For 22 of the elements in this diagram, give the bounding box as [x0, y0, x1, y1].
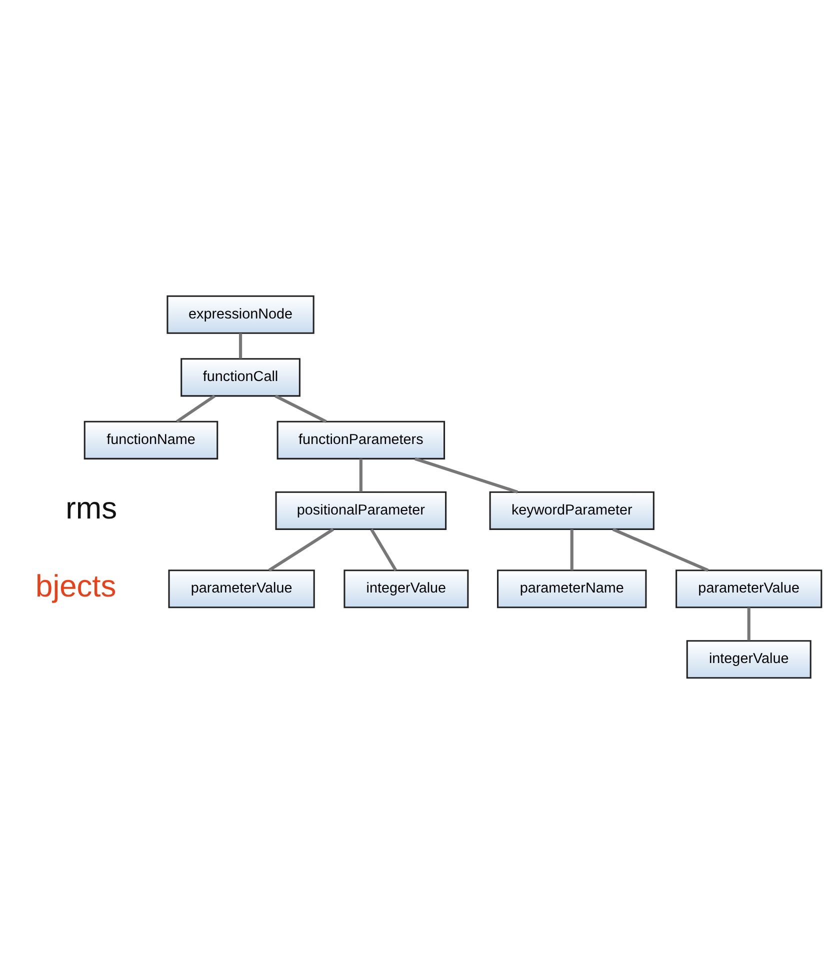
node-box: expressionNode	[166, 295, 314, 334]
node-box: keywordParameter	[489, 491, 654, 530]
node-box: parameterValue	[676, 570, 822, 608]
node-box: functionCall	[180, 358, 300, 397]
label: bjects	[36, 568, 116, 604]
connector	[747, 608, 750, 641]
label: rms	[66, 490, 118, 526]
node-box: integerValue	[344, 570, 469, 608]
node-box: parameterValue	[168, 570, 315, 608]
connector	[414, 457, 518, 494]
node-box: integerValue	[686, 640, 812, 679]
node-box: functionName	[84, 420, 218, 460]
node-box: parameterName	[497, 570, 647, 608]
connector	[268, 528, 334, 572]
node-box: functionParameters	[276, 420, 446, 460]
connector	[238, 333, 242, 359]
connector	[274, 394, 327, 423]
node-box: positionalParameter	[275, 491, 447, 530]
connector	[570, 529, 574, 570]
connector	[370, 528, 398, 572]
connector	[612, 528, 709, 572]
connector	[359, 458, 362, 492]
